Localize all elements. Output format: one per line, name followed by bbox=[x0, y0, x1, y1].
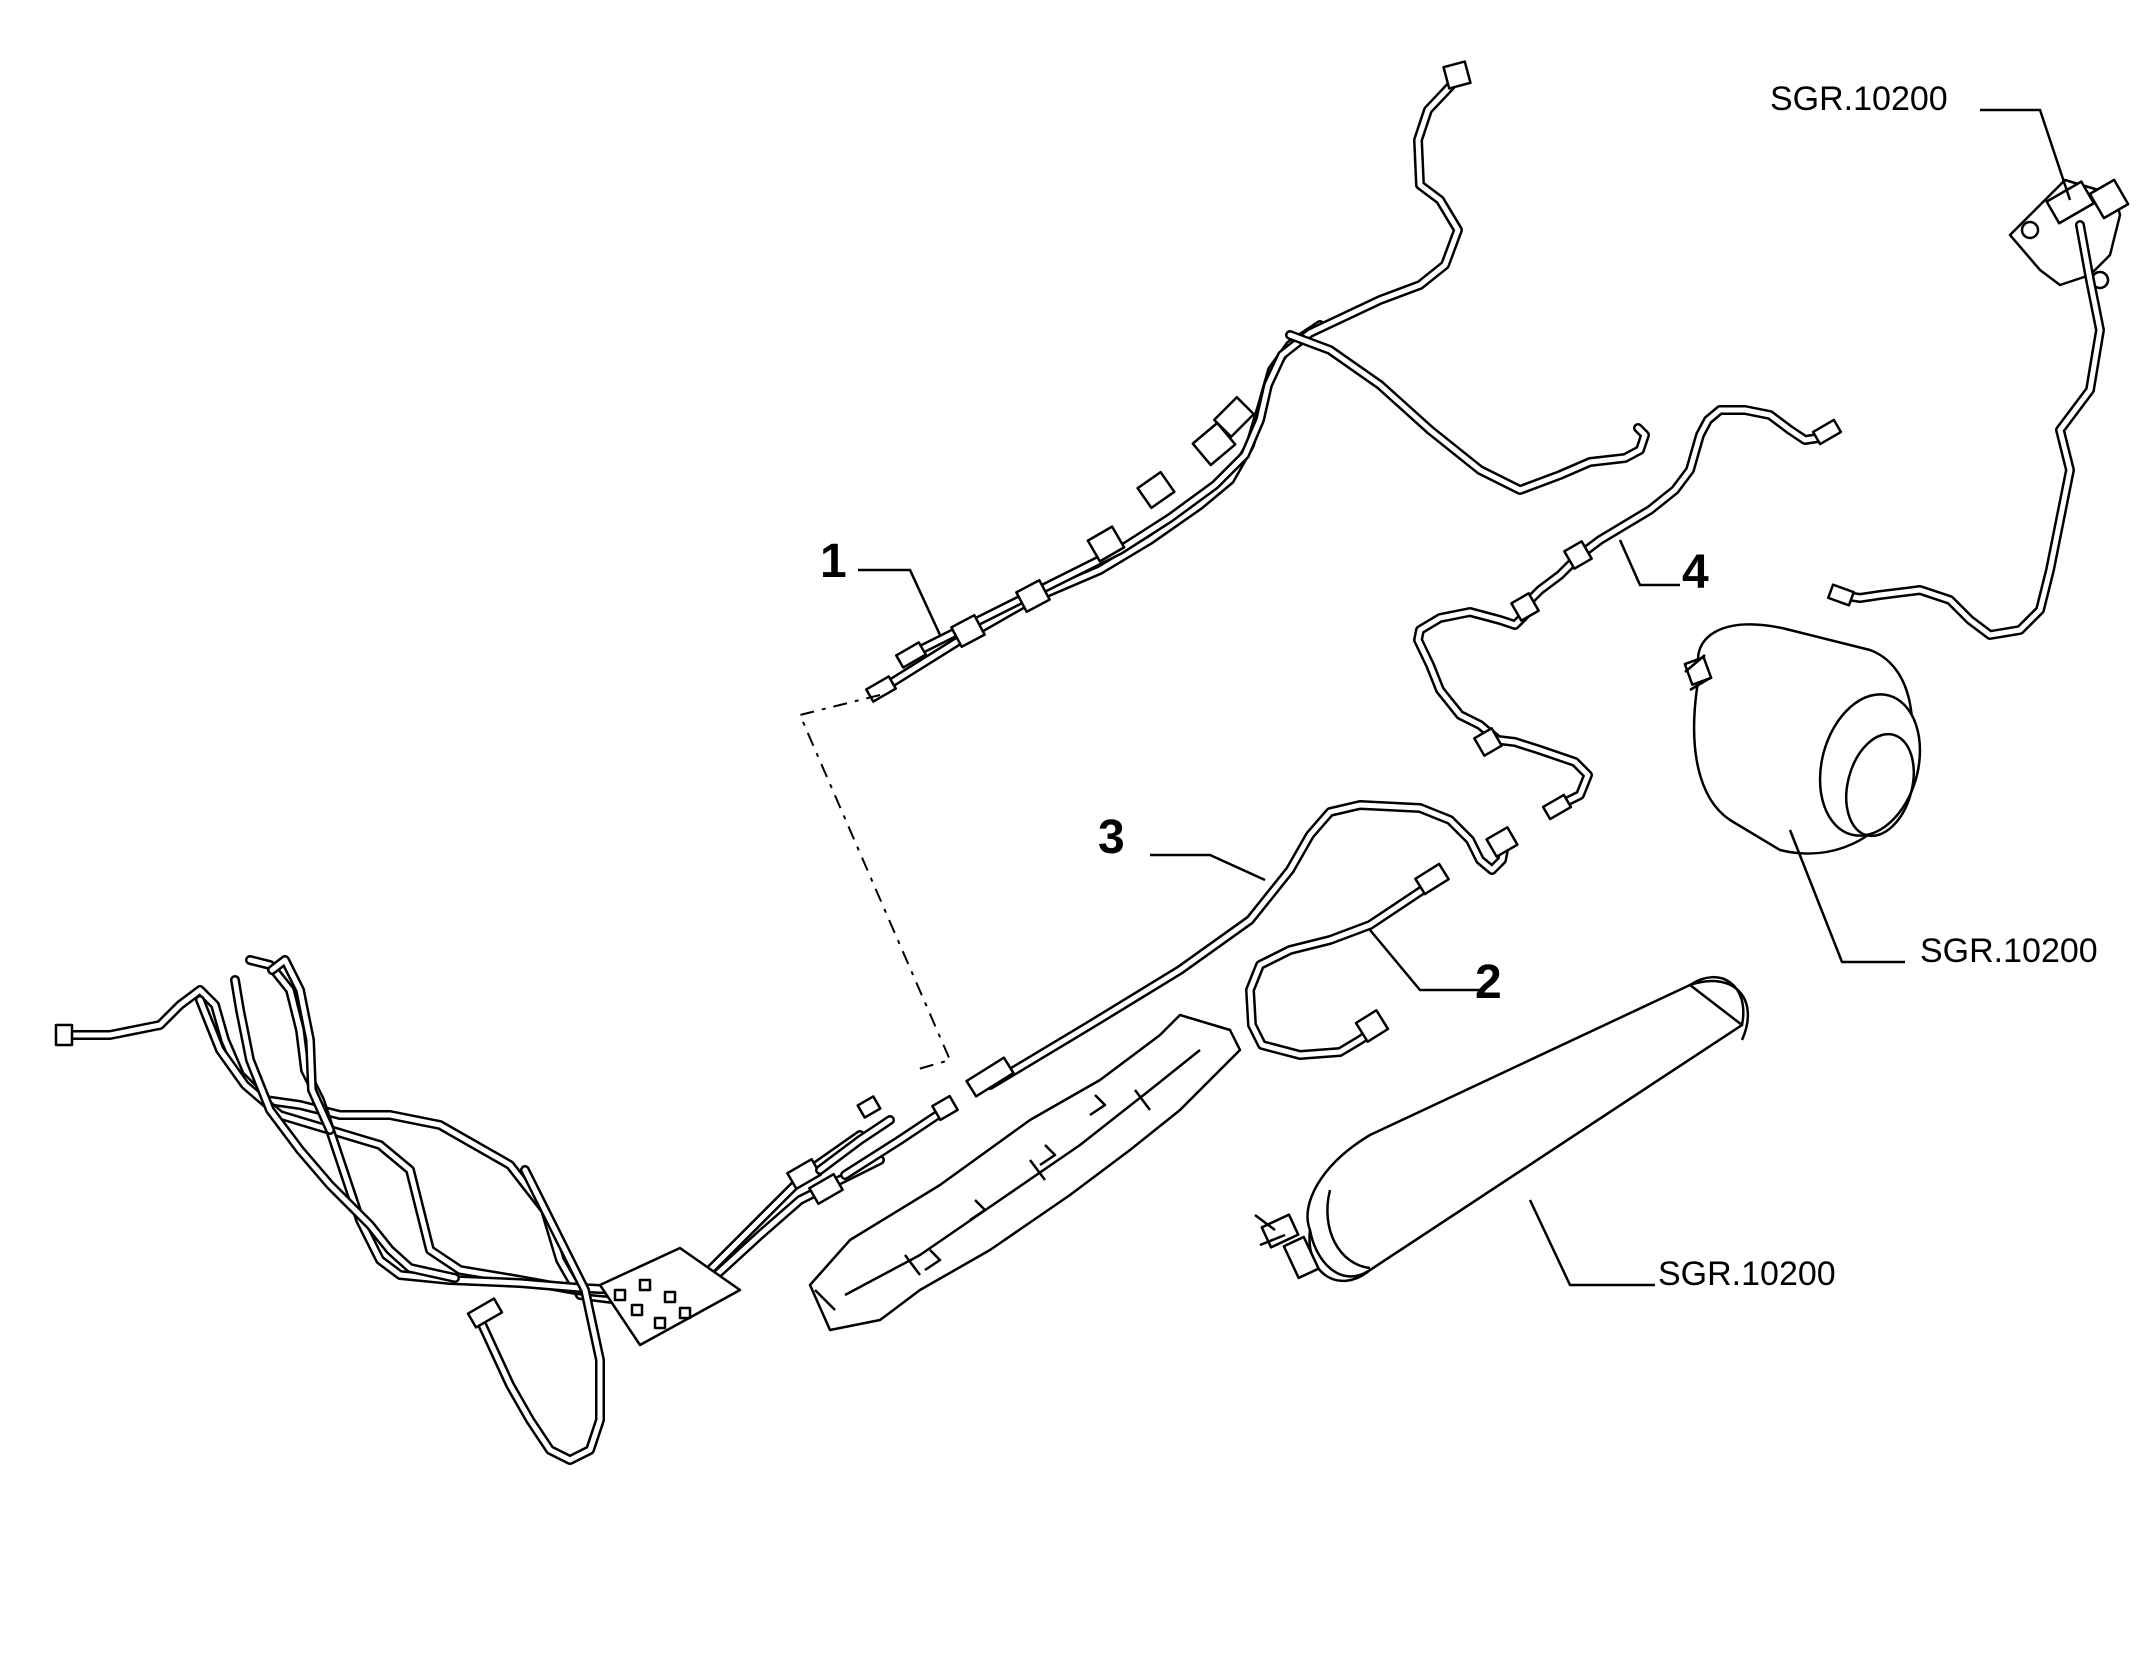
part-2-pipe[interactable] bbox=[1245, 862, 1450, 1060]
leader-ref-small-tank bbox=[1788, 829, 1905, 964]
ref-label-small-tank: SGR.10200 bbox=[1920, 932, 2098, 970]
assembly-dashed-line bbox=[798, 694, 952, 1071]
part-1-pipe-bundle[interactable] bbox=[864, 60, 1650, 703]
callout-1: 1 bbox=[820, 535, 847, 588]
lower-pipe-bundle bbox=[54, 955, 959, 1465]
leader-ref-large-tank bbox=[1528, 1199, 1655, 1287]
leader-3 bbox=[1150, 853, 1266, 882]
ref-label-valve: SGR.10200 bbox=[1770, 80, 1948, 118]
ref-label-large-tank: SGR.10200 bbox=[1658, 1255, 1836, 1293]
callout-4: 4 bbox=[1682, 546, 1709, 599]
valve-assembly bbox=[1827, 178, 2130, 640]
part-3-pipe[interactable] bbox=[965, 800, 1519, 1098]
leader-1 bbox=[858, 568, 942, 636]
leader-2 bbox=[1369, 929, 1480, 992]
small-gas-tank bbox=[1683, 623, 1922, 855]
underbody-shield bbox=[808, 1013, 1242, 1332]
large-gas-tank bbox=[1254, 975, 1750, 1282]
leader-4 bbox=[1618, 539, 1680, 587]
part-4-pipe[interactable] bbox=[1413, 405, 1843, 821]
callout-2: 2 bbox=[1475, 956, 1502, 1009]
leader-ref-valve bbox=[1980, 108, 2072, 201]
callout-3: 3 bbox=[1098, 811, 1125, 864]
